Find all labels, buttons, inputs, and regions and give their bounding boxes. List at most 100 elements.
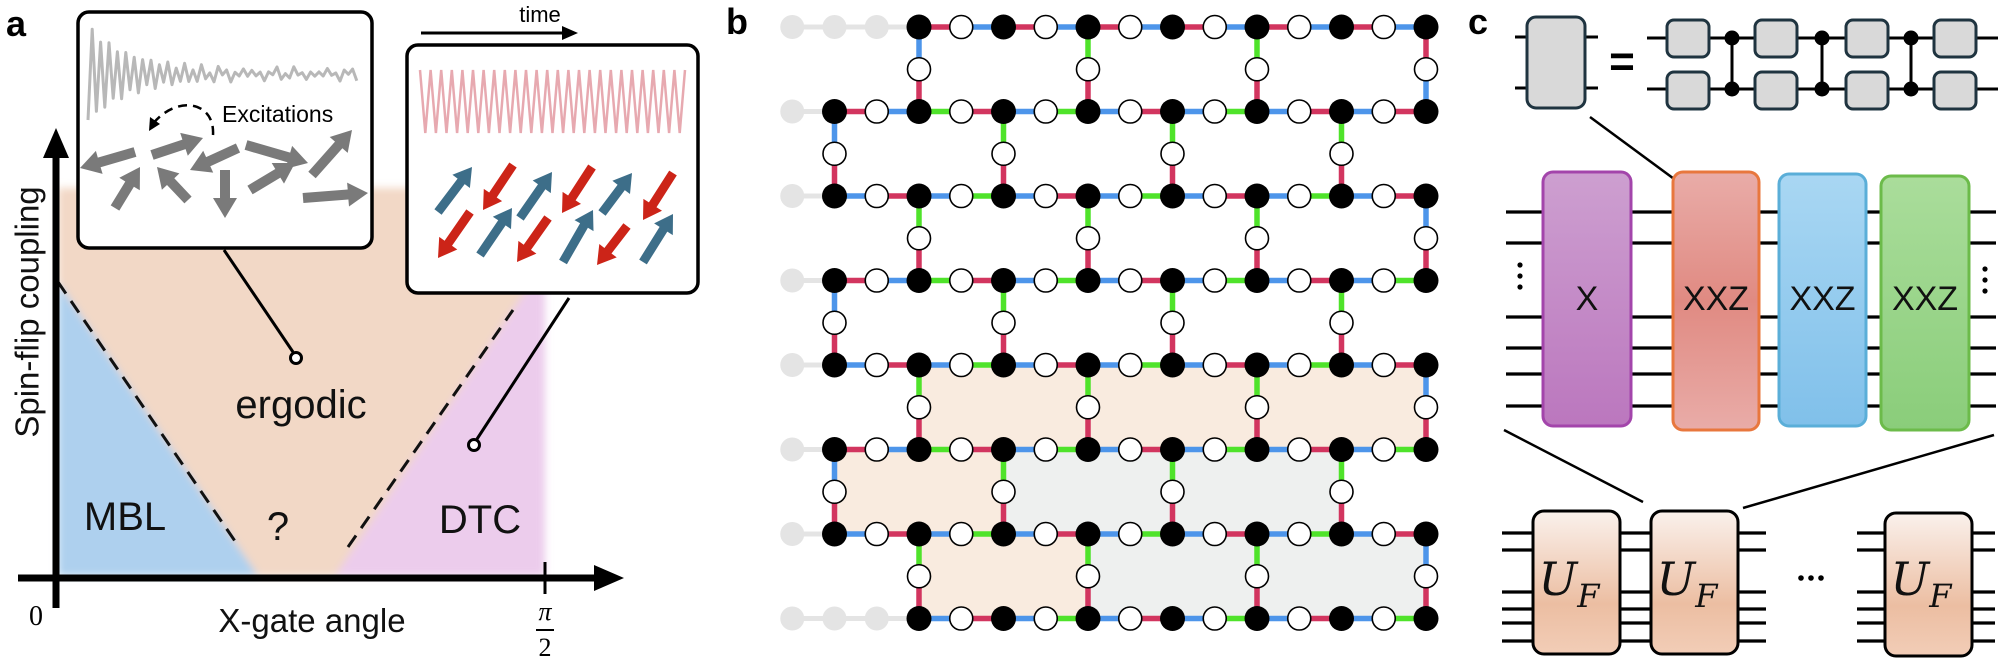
ghost-qubit — [780, 268, 805, 293]
alternating-spin-arrows — [434, 162, 677, 265]
data-qubit — [1244, 14, 1270, 40]
ancilla-qubit — [1033, 268, 1059, 293]
shaded-plaquette — [919, 365, 1426, 450]
data-qubit — [1413, 352, 1439, 378]
floquet-unitary-label: UF — [1891, 552, 1954, 615]
spin-up-arrow-icon — [476, 208, 512, 258]
data-qubit — [1160, 521, 1185, 547]
single-qubit-gate — [1844, 18, 1890, 59]
layer-xxz-gate — [1671, 170, 1761, 432]
region-label-ergodic: ergodic — [235, 383, 366, 427]
ancilla-qubit — [991, 141, 1016, 167]
cz-control-dot — [1724, 30, 1740, 46]
floquet-unitary-gate — [1531, 509, 1622, 656]
data-qubit — [1329, 183, 1354, 209]
data-qubit — [1244, 99, 1270, 124]
data-qubit — [1329, 352, 1354, 378]
data-qubit — [1329, 521, 1354, 547]
uf-symbol: U — [1891, 552, 1932, 606]
ancilla-qubit — [1413, 56, 1439, 82]
ancilla-qubit — [1075, 563, 1101, 589]
ancilla-qubit — [1033, 606, 1059, 631]
data-qubit — [991, 268, 1016, 293]
single-qubit-gate — [1665, 18, 1711, 59]
data-qubit — [1413, 521, 1439, 547]
cz-control-dot — [1903, 81, 1919, 97]
floquet-unitary-gate — [1649, 509, 1740, 656]
ancilla-qubit — [991, 310, 1016, 336]
spin-arrow-icon — [80, 147, 137, 174]
data-qubit — [1413, 14, 1439, 40]
ghost-qubit — [780, 606, 805, 631]
data-qubit — [906, 521, 932, 547]
layer-label: XXZ — [1892, 280, 1958, 318]
data-qubit — [991, 437, 1016, 462]
ancilla-qubit — [906, 563, 932, 589]
data-qubit — [906, 268, 932, 293]
ancilla-qubit — [1371, 521, 1397, 547]
panel-label-b: b — [726, 1, 748, 42]
dtc-inset: time — [405, 2, 700, 295]
ancilla-qubit — [1202, 606, 1228, 631]
equals-sign: = — [1609, 37, 1635, 86]
spin-down-arrow-icon — [438, 209, 474, 258]
ancilla-qubit — [1160, 310, 1185, 336]
shaded-plaquette — [834, 449, 1004, 534]
spin-down-arrow-icon — [597, 223, 631, 265]
ancilla-qubit — [1117, 521, 1143, 547]
ancilla-qubit — [1371, 268, 1397, 293]
layer-xxz-gate — [1879, 174, 1971, 432]
uf-subscript: F — [1928, 577, 1953, 615]
ghost-qubit — [864, 15, 889, 39]
left-ellipsis-dots — [1517, 262, 1523, 290]
spin-arrow-icon — [213, 170, 237, 218]
data-qubit — [822, 437, 847, 462]
right-ellipsis-dots — [1982, 266, 1988, 294]
ancilla-qubit — [1329, 141, 1354, 167]
data-qubit — [1075, 183, 1101, 209]
floquet-sequence-wires — [1502, 531, 1995, 643]
time-label: time — [519, 2, 561, 27]
data-qubit — [991, 14, 1016, 40]
ergodic-inset: Excitations — [76, 10, 374, 250]
layer-label: XXZ — [1789, 280, 1855, 318]
data-qubit — [1329, 99, 1354, 124]
time-arrow-head — [562, 26, 578, 40]
ancilla-qubit — [1371, 437, 1397, 462]
layer-label: X — [1576, 280, 1599, 318]
data-qubit — [991, 606, 1016, 631]
layer-x-gate — [1541, 170, 1633, 428]
x-tick-two: 2 — [539, 633, 552, 660]
data-qubit — [1160, 183, 1185, 209]
data-qubit — [906, 99, 932, 124]
ancilla-qubit — [1202, 352, 1228, 378]
ancilla-qubit — [1371, 99, 1397, 124]
cz-control-dot — [1724, 81, 1740, 97]
ancilla-qubit — [1202, 437, 1228, 462]
x-axis-arrowhead — [594, 565, 624, 591]
ancilla-qubit — [1033, 183, 1059, 209]
data-qubit — [906, 437, 932, 462]
ancilla-qubit — [1286, 437, 1312, 462]
ghost-qubit — [780, 15, 805, 39]
data-qubit — [1413, 99, 1439, 124]
spin-up-arrow-icon — [598, 173, 632, 216]
data-qubit — [1075, 437, 1101, 462]
single-qubit-gate — [1844, 70, 1890, 111]
ancilla-qubit — [948, 14, 974, 40]
ancilla-qubit — [822, 310, 847, 336]
excitation-dashed-arc — [151, 104, 215, 136]
sequence-ellipsis — [1798, 575, 1824, 581]
ancilla-qubit — [1202, 14, 1228, 40]
ghost-qubit — [822, 15, 847, 39]
data-qubit — [991, 99, 1016, 124]
data-qubit — [1244, 521, 1270, 547]
dtc-pointer-line — [475, 297, 571, 440]
data-qubit — [1160, 352, 1185, 378]
dot — [1517, 273, 1523, 279]
ancilla-qubit — [1329, 310, 1354, 336]
uf-subscript: F — [1694, 577, 1719, 615]
data-qubit — [1244, 352, 1270, 378]
single-qubit-gate — [1665, 70, 1711, 111]
